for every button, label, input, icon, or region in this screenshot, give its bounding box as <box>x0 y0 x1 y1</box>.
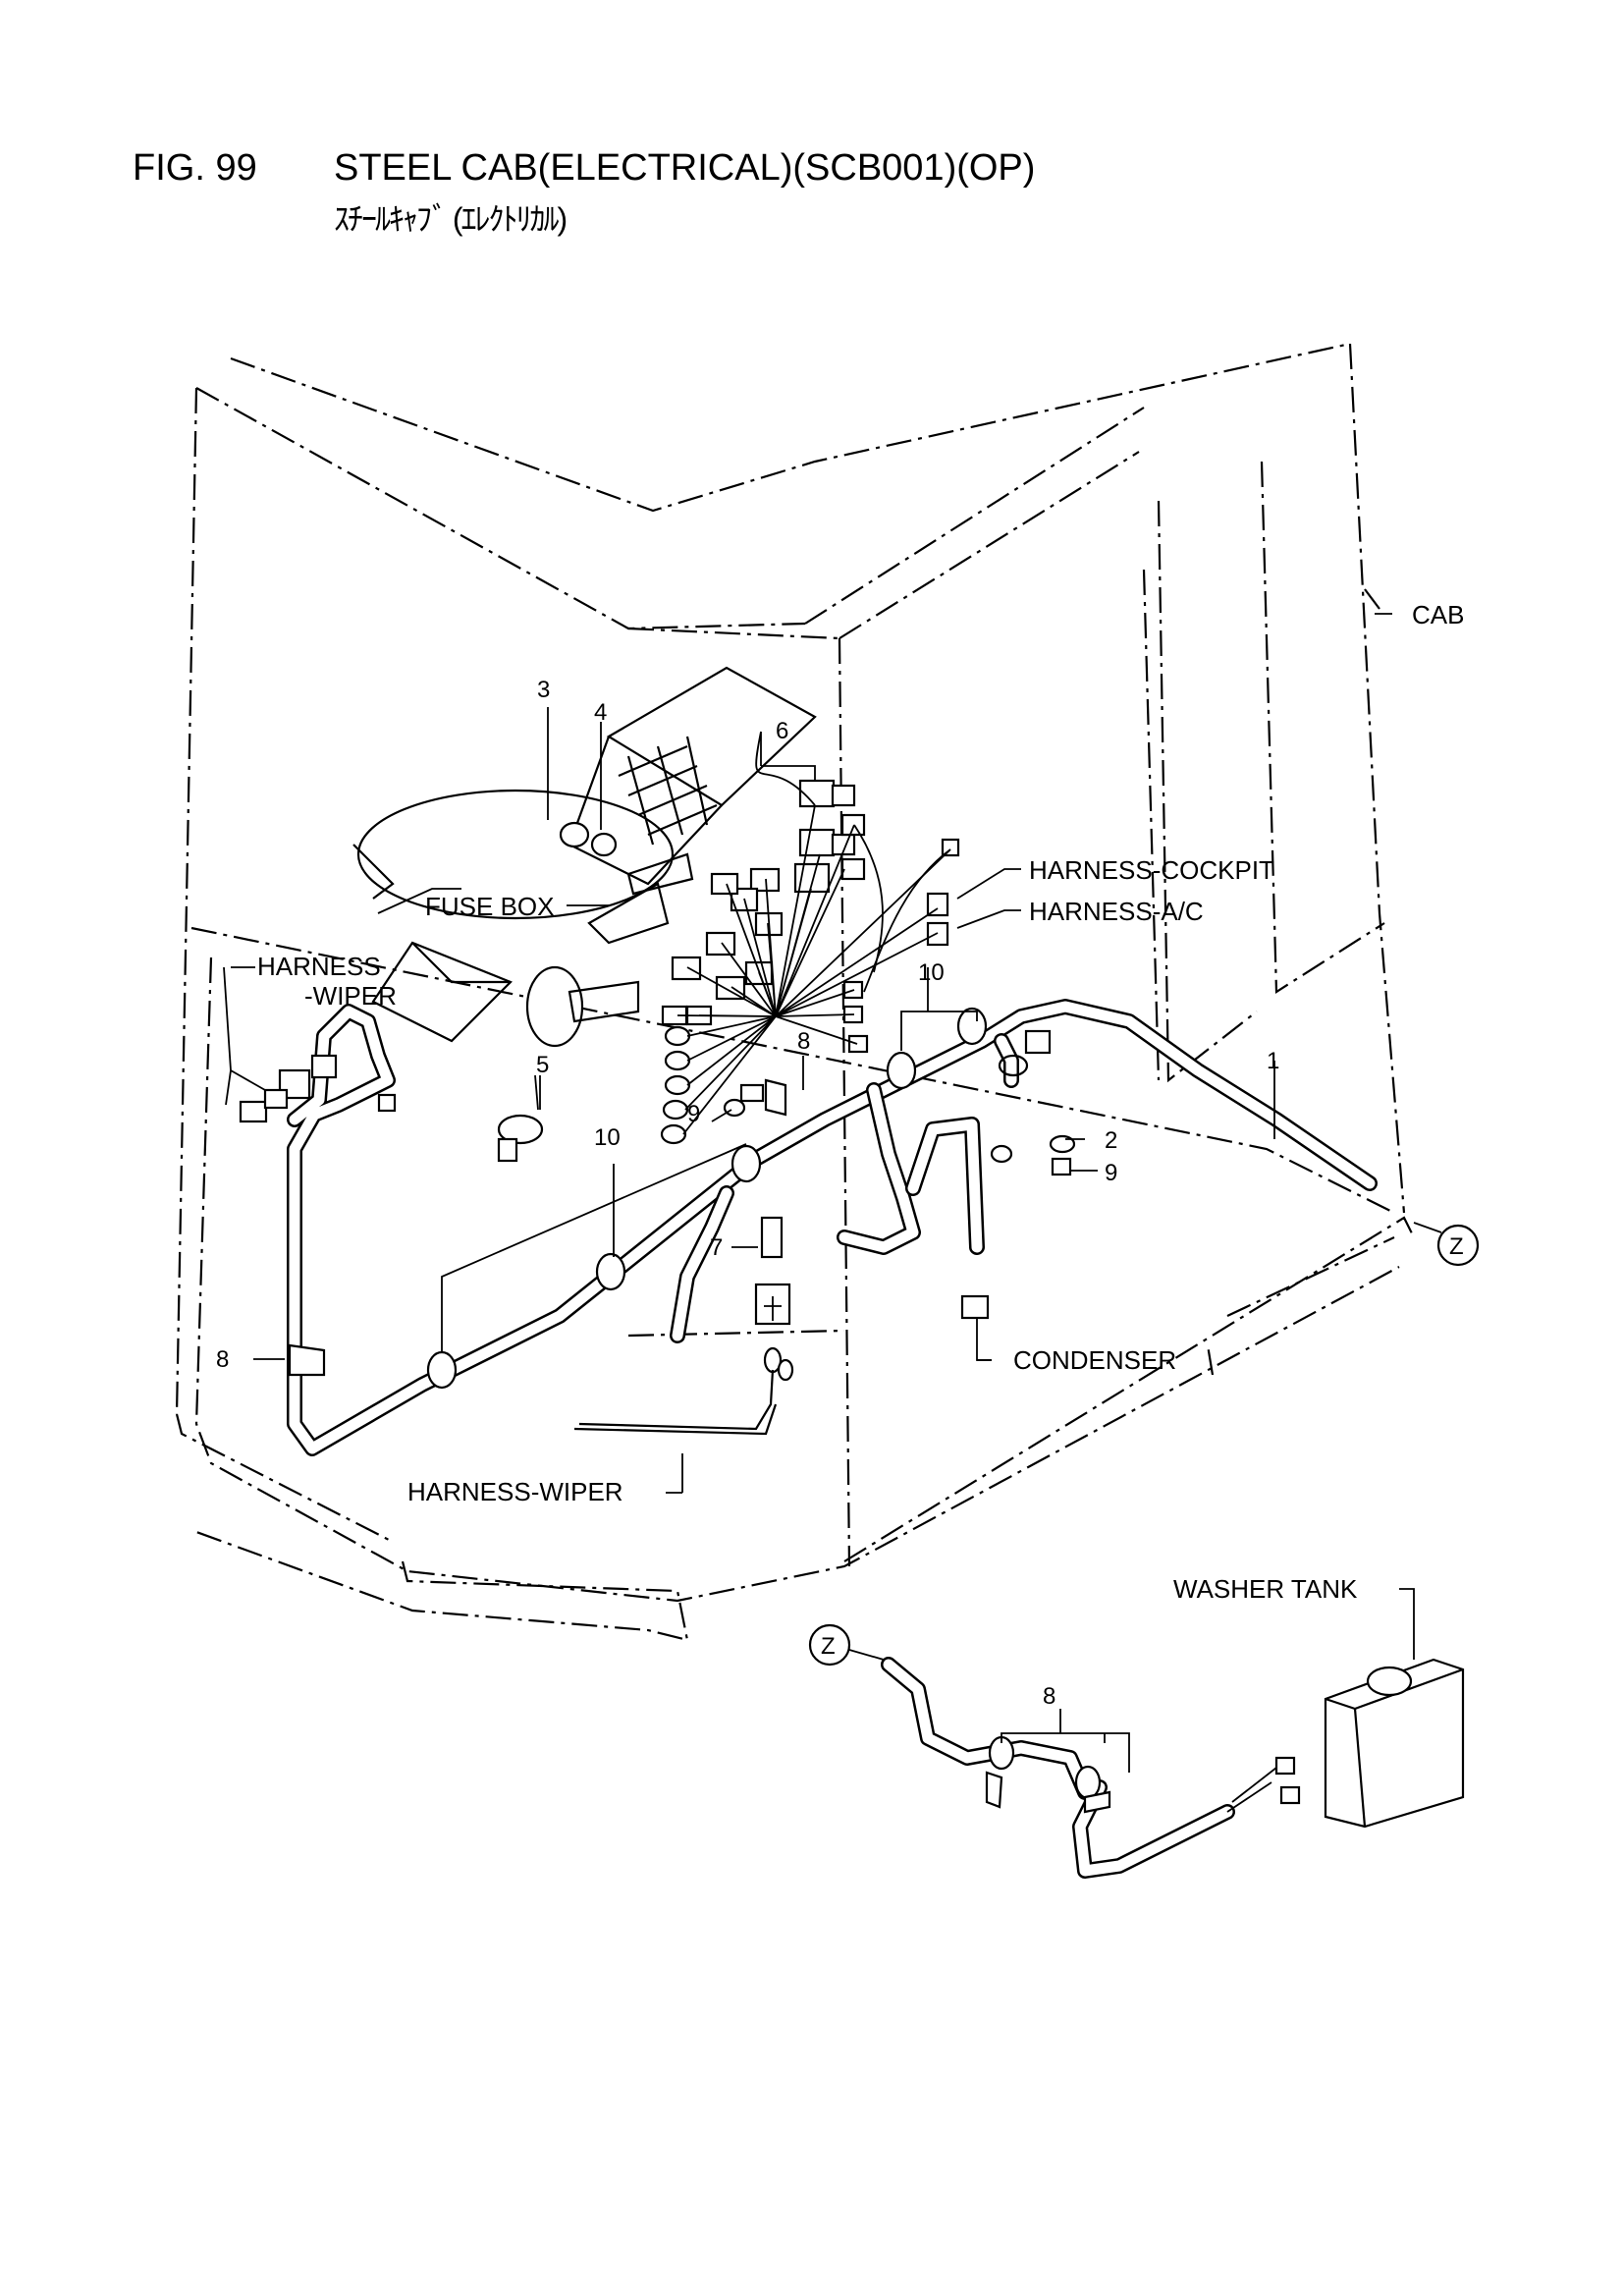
condenser-label: CONDENSER <box>1013 1345 1176 1375</box>
callout-4: 4 <box>594 699 607 726</box>
detail-ref-z-lower: Z <box>821 1633 836 1660</box>
callout-8-left: 8 <box>216 1346 229 1373</box>
callout-8-lower: 8 <box>1043 1683 1055 1710</box>
main-harness-tube <box>287 999 1378 1456</box>
switch-parts <box>547 707 618 857</box>
detail-z-lower: Z <box>808 1623 885 1667</box>
callout-1: 1 <box>1267 1048 1279 1074</box>
harness-cockpit-label: HARNESS-COCKPIT <box>1029 855 1274 885</box>
figure-number: FIG. 99 <box>133 147 257 189</box>
harness-wiper-left <box>223 966 397 1123</box>
callout-2: 2 <box>1105 1127 1117 1154</box>
harness-wiper-label-2: -WIPER <box>304 981 397 1011</box>
callout-9-right: 9 <box>1105 1160 1117 1186</box>
callout-6: 6 <box>776 718 788 744</box>
harness-wiper-bottom-label: HARNESS-WIPER <box>407 1477 623 1506</box>
washer-tank-label: WASHER TANK <box>1173 1574 1358 1604</box>
cab-label: CAB <box>1412 600 1464 629</box>
part-7-and-condenser <box>578 1216 992 1431</box>
bottom-wiper-wire <box>573 1403 778 1436</box>
harness-wiper-label-1: HARNESS <box>257 952 381 981</box>
fuse-box-assembly <box>352 666 817 1048</box>
washer-tank-assembly <box>881 1657 1465 1879</box>
leaders <box>231 765 1415 1733</box>
detail-z-upper: Z <box>1413 1222 1480 1267</box>
part-5-switch <box>497 1075 544 1163</box>
callout-10-middle: 10 <box>594 1124 621 1151</box>
figure-title: STEEL CAB(ELECTRICAL)(SCB001)(OP) <box>334 147 1036 189</box>
callout-7: 7 <box>710 1234 723 1261</box>
detail-ref-z-upper: Z <box>1449 1233 1464 1260</box>
callout-9-upper: 9 <box>687 1101 700 1127</box>
figure-title-japanese: ｽﾁｰﾙｷｬﾌﾞ (ｴﾚｸﾄﾘｶﾙ) <box>334 201 568 237</box>
callout-5: 5 <box>536 1052 549 1078</box>
clamps <box>288 1007 1076 1390</box>
connector-cluster <box>660 731 960 1145</box>
harness-ac-label: HARNESS-A/C <box>1029 897 1204 926</box>
cab-outline <box>175 342 1415 1642</box>
callout-3: 3 <box>537 677 550 703</box>
callout-10-upper: 10 <box>918 959 945 986</box>
fuse-box-label: FUSE BOX <box>425 892 554 921</box>
callout-8-upper: 8 <box>797 1028 810 1055</box>
